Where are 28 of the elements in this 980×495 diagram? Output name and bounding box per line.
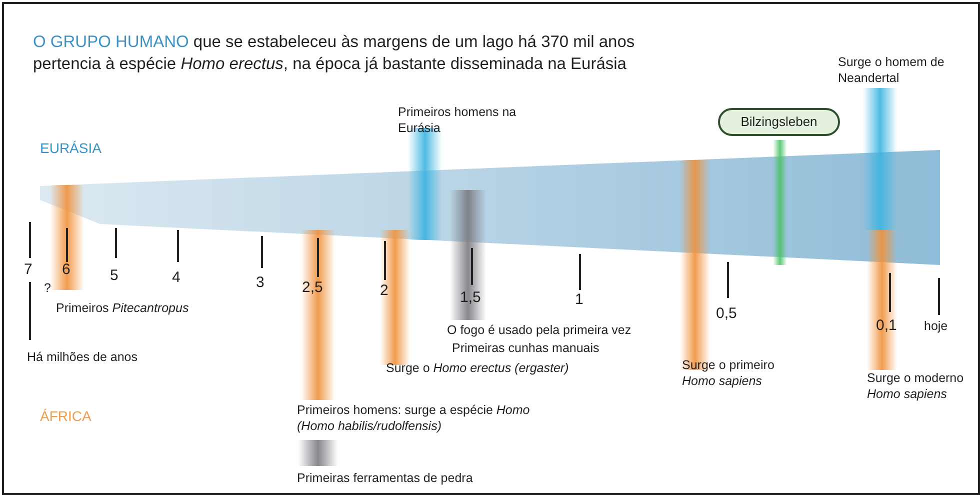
event-label: Surge o primeiro Homo sapiens — [682, 357, 776, 389]
axis-value: 0,1 — [876, 318, 897, 334]
event-label: Primeiros homens na Eurásia — [398, 104, 518, 136]
event-label: Primeiras cunhas manuais — [452, 340, 600, 356]
event-label: Primeiras ferramentas de pedra — [297, 470, 473, 486]
axis-value: 2 — [380, 283, 388, 299]
region-label: ÁFRICA — [40, 408, 92, 424]
axis-value: hoje — [924, 318, 948, 334]
event-label: Primeiros homens: surge a espécie Homo (Homo habilis/rudolfensis) — [297, 402, 531, 434]
event-label: O fogo é usado pela primeira vez — [447, 322, 632, 338]
axis-value: 0,5 — [716, 306, 737, 322]
event-label: Surge o Homo erectus (ergaster) — [386, 360, 569, 376]
axis-value: 1,5 — [460, 290, 481, 306]
axis-value: 4 — [172, 270, 180, 286]
title: O GRUPO HUMANO que se estabeleceu às margens de um lago há 370 mil anos pertencia à espécie Homo erectus, na época já bastante disseminada na Eurásia — [33, 32, 636, 75]
site-label: Bilzingsleben — [718, 108, 840, 136]
event-label: Primeiros Pitecantropus — [56, 300, 189, 316]
axis-value: 5 — [110, 268, 118, 284]
axis-value: 3 — [256, 275, 264, 291]
axis-caption: Há milhões de anos — [27, 349, 138, 365]
region-label: EURÁSIA — [40, 140, 102, 156]
axis-value: 6 — [62, 262, 70, 278]
question-mark: ? — [44, 280, 51, 296]
axis-value: 1 — [575, 292, 584, 308]
event-label: Surge o moderno Homo sapiens — [867, 370, 965, 402]
axis-value: 2,5 — [302, 280, 323, 296]
axis-value: 7 — [24, 262, 32, 278]
event-label: Surge o homem de Neandertal — [838, 54, 946, 86]
